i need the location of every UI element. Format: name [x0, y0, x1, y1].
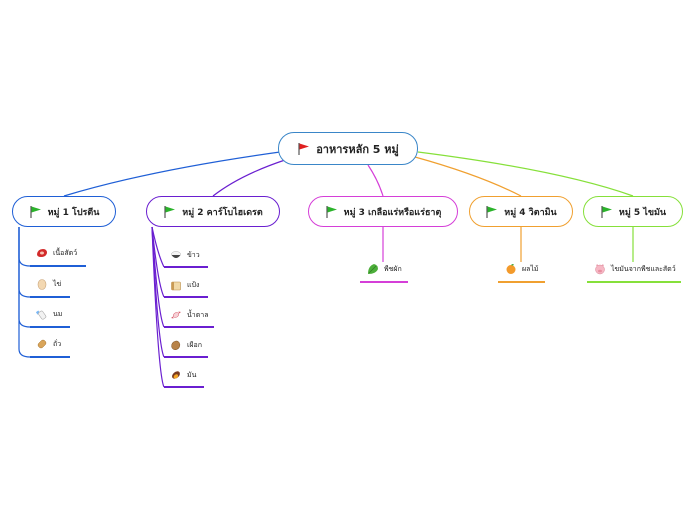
leaf-label: แป้ง [187, 280, 200, 289]
child-connector [18, 227, 31, 267]
leaf-underline [30, 326, 70, 328]
leaf-item[interactable]: ผลไม้ [505, 263, 539, 275]
sweet-potato-icon [170, 369, 182, 381]
pig-icon [594, 263, 606, 275]
leaf-label: ถั่ว [53, 339, 62, 348]
group-node-protein[interactable]: หมู่ 1 โปรตีน [12, 196, 116, 227]
group-node-fat[interactable]: หมู่ 5 ไขมัน [583, 196, 683, 227]
leaf-underline [164, 386, 204, 388]
leaf-label: เผือก [187, 340, 202, 349]
leaf-label: ไขมันจากพืชและสัตว์ [611, 264, 676, 273]
green-flag-icon [29, 205, 43, 219]
leaf-label: มัน [187, 370, 197, 379]
leaf-item[interactable]: พืชผัก [367, 263, 402, 275]
root-connector [417, 151, 634, 197]
leaf-item[interactable]: เนื้อสัตว์ [36, 247, 77, 259]
root-connector [414, 156, 522, 197]
group-label: หมู่ 3 เกลือแร่หรือแร่ธาตุ [343, 207, 442, 218]
leaf-underline [498, 281, 545, 283]
green-flag-icon [163, 205, 177, 219]
group-label: หมู่ 2 คาร์โบไฮเดรต [182, 207, 263, 218]
green-flag-icon [600, 205, 614, 219]
root-connector [212, 159, 286, 197]
leaf-label: นม [53, 309, 63, 318]
group-node-carbohydrate[interactable]: หมู่ 2 คาร์โบไฮเดรต [146, 196, 280, 227]
leaf-underline [164, 356, 208, 358]
leaf-underline [164, 326, 214, 328]
orange-fruit-icon [505, 263, 517, 275]
leaf-item[interactable]: แป้ง [170, 279, 199, 291]
root-connector [63, 151, 281, 197]
milk-bottle-icon [36, 308, 48, 320]
leaf-item[interactable]: น้ำตาล [170, 309, 208, 321]
leafy-greens-icon [367, 263, 379, 275]
group-label: หมู่ 1 โปรตีน [47, 207, 100, 218]
leaf-label: น้ำตาล [187, 310, 209, 319]
peanut-icon [36, 338, 48, 350]
leaf-underline [30, 296, 70, 298]
leaf-underline [360, 281, 408, 283]
red-flag-icon [297, 142, 311, 156]
leaf-item[interactable]: นม [36, 308, 62, 320]
leaf-item[interactable]: มัน [170, 369, 196, 381]
leaf-label: เนื้อสัตว์ [53, 248, 78, 257]
leaf-label: ไข่ [53, 279, 62, 288]
leaf-underline [587, 281, 681, 283]
leaf-underline [164, 296, 208, 298]
leaf-item[interactable]: เผือก [170, 339, 202, 351]
child-connector [151, 226, 165, 388]
green-flag-icon [485, 205, 499, 219]
bread-icon [170, 279, 182, 291]
root-connector [367, 164, 384, 197]
meat-icon [36, 247, 48, 259]
leaf-underline [164, 266, 208, 268]
group-node-vitamin[interactable]: หมู่ 4 วิตามิน [469, 196, 573, 227]
root-topic-label: อาหารหลัก 5 หมู่ [316, 142, 399, 156]
leaf-label: พืชผัก [384, 264, 402, 273]
leaf-item[interactable]: ไข่ [36, 278, 61, 290]
leaf-label: ผลไม้ [522, 264, 539, 273]
leaf-item[interactable]: ถั่ว [36, 338, 61, 350]
green-flag-icon [325, 205, 339, 219]
rice-bowl-icon [170, 249, 182, 261]
leaf-underline [30, 356, 70, 358]
root-topic[interactable]: อาหารหลัก 5 หมู่ [278, 132, 418, 165]
leaf-item[interactable]: ข้าว [170, 249, 200, 261]
group-label: หมู่ 4 วิตามิน [504, 207, 557, 218]
child-connector [18, 227, 31, 358]
leaf-item[interactable]: ไขมันจากพืชและสัตว์ [594, 263, 676, 275]
taro-icon [170, 339, 182, 351]
child-connector [18, 227, 31, 328]
group-node-minerals[interactable]: หมู่ 3 เกลือแร่หรือแร่ธาตุ [308, 196, 458, 227]
egg-icon [36, 278, 48, 290]
leaf-label: ข้าว [187, 250, 200, 259]
group-label: หมู่ 5 ไขมัน [618, 207, 667, 218]
leaf-underline [30, 265, 86, 267]
candy-icon [170, 309, 182, 321]
